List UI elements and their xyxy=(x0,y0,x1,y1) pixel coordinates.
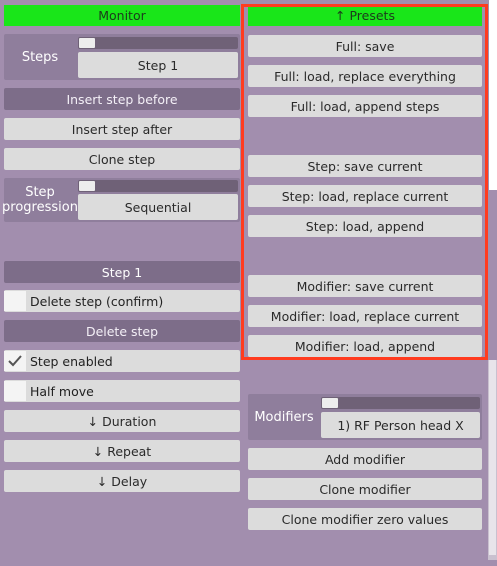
full-load-replace-button[interactable]: Full: load, replace everything xyxy=(248,65,482,87)
step-enabled-toggle[interactable]: Step enabled xyxy=(4,350,240,372)
modifiers-select[interactable]: 1) RF Person head X xyxy=(321,412,480,438)
delay-button[interactable]: ↓ Delay xyxy=(4,470,240,492)
progression-label-line1: Step xyxy=(25,185,55,200)
side-panel xyxy=(489,0,497,190)
delete-confirm-label: Delete step (confirm) xyxy=(30,293,164,309)
presets-header[interactable]: ↑ Presets xyxy=(248,5,482,26)
steps-label: Steps xyxy=(21,49,59,65)
scrollbar-track[interactable] xyxy=(488,360,497,560)
modifier-load-replace-button[interactable]: Modifier: load, replace current xyxy=(248,305,482,327)
progression-label: Step progression xyxy=(2,178,78,222)
repeat-button[interactable]: ↓ Repeat xyxy=(4,440,240,462)
steps-select[interactable]: Step 1 xyxy=(78,52,238,78)
scrollbar-thumb[interactable] xyxy=(489,360,496,555)
progression-select[interactable]: Sequential xyxy=(78,194,238,220)
steps-slider[interactable] xyxy=(78,37,238,49)
progression-slider-handle[interactable] xyxy=(79,181,95,191)
full-load-append-button[interactable]: Full: load, append steps xyxy=(248,95,482,117)
step-load-append-button[interactable]: Step: load, append xyxy=(248,215,482,237)
modifier-save-button[interactable]: Modifier: save current xyxy=(248,275,482,297)
check-icon xyxy=(8,355,22,367)
full-save-button[interactable]: Full: save xyxy=(248,35,482,57)
step-enabled-label: Step enabled xyxy=(30,353,113,369)
clone-modifier-zero-values-button[interactable]: Clone modifier zero values xyxy=(248,508,482,530)
delete-confirm-checkbox[interactable] xyxy=(4,291,26,311)
modifier-load-append-button[interactable]: Modifier: load, append xyxy=(248,335,482,357)
progression-label-line2: progression xyxy=(2,200,78,215)
delete-step-confirm-toggle[interactable]: Delete step (confirm) xyxy=(4,290,240,312)
half-move-label: Half move xyxy=(30,383,94,399)
duration-button[interactable]: ↓ Duration xyxy=(4,410,240,432)
progression-slider[interactable] xyxy=(78,180,238,192)
clone-modifier-button[interactable]: Clone modifier xyxy=(248,478,482,500)
modifiers-group: Modifiers 1) RF Person head X xyxy=(248,394,482,440)
step-enabled-checkbox[interactable] xyxy=(4,351,26,371)
monitor-header[interactable]: Monitor xyxy=(4,5,240,26)
insert-step-before-button[interactable]: Insert step before xyxy=(4,88,240,110)
modifiers-slider[interactable] xyxy=(321,397,480,409)
steps-slider-handle[interactable] xyxy=(79,38,95,48)
half-move-checkbox[interactable] xyxy=(4,381,26,401)
step-title: Step 1 xyxy=(4,261,240,283)
insert-step-after-button[interactable]: Insert step after xyxy=(4,118,240,140)
modifiers-label: Modifiers xyxy=(254,409,314,425)
steps-group: Steps Step 1 xyxy=(4,34,240,80)
progression-group: Step progression Sequential xyxy=(2,178,240,222)
half-move-toggle[interactable]: Half move xyxy=(4,380,240,402)
delete-step-button[interactable]: Delete step xyxy=(4,320,240,342)
step-save-button[interactable]: Step: save current xyxy=(248,155,482,177)
modifiers-slider-handle[interactable] xyxy=(322,398,338,408)
clone-step-button[interactable]: Clone step xyxy=(4,148,240,170)
step-load-replace-button[interactable]: Step: load, replace current xyxy=(248,185,482,207)
add-modifier-button[interactable]: Add modifier xyxy=(248,448,482,470)
